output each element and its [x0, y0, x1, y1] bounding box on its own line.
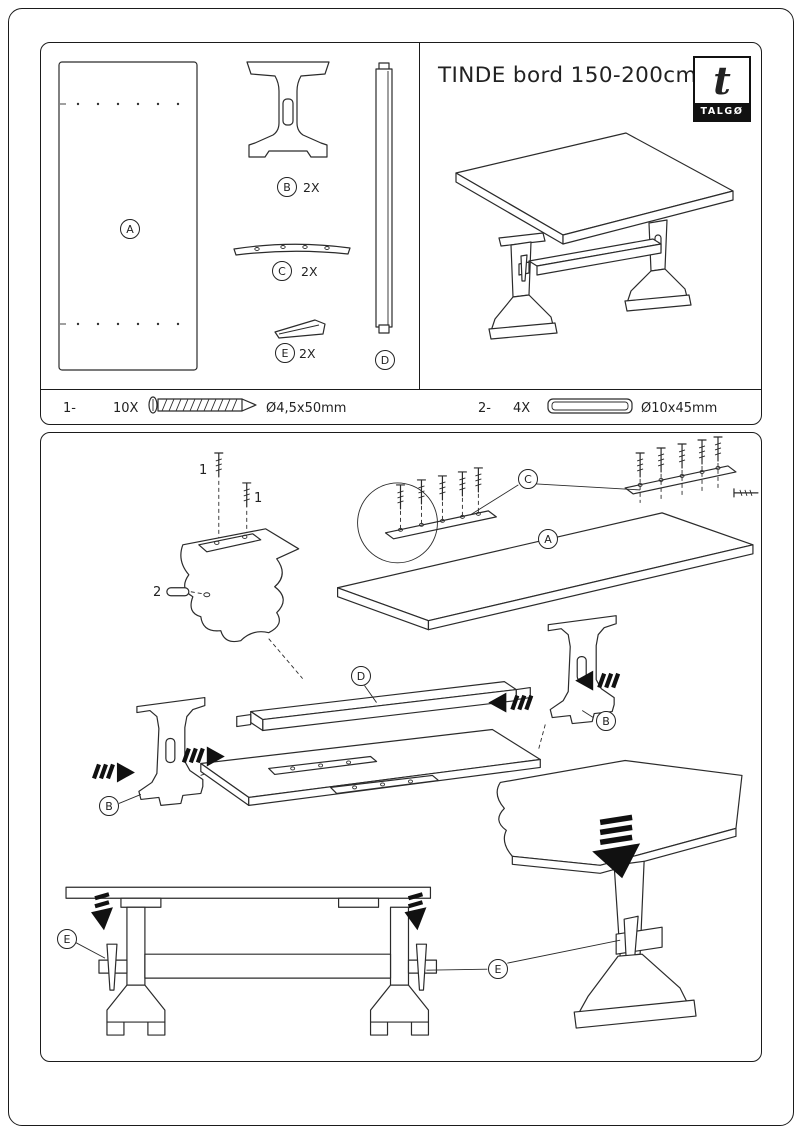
step3-wedge-detail-drawing [426, 759, 743, 1029]
dowel-drawing [166, 587, 211, 598]
part-c-letter: C [278, 264, 286, 278]
part-c-label: C [272, 261, 292, 281]
hardware-screw-qty: 10X [113, 401, 139, 416]
part-a-letter: A [126, 222, 134, 236]
insert-arrow-left-outer [92, 762, 135, 783]
hammer-arrow-right [404, 892, 427, 931]
stretcher-beam-drawing [236, 681, 531, 732]
dowel-icon [547, 398, 633, 414]
callout-e-right-leaders [426, 939, 621, 971]
callout-e-left-leader [74, 941, 106, 959]
hammer-arrow-left [90, 892, 113, 931]
callout-a-letter: A [544, 532, 552, 546]
hardware-dowel-size: Ø10x45mm [641, 401, 718, 416]
callout-b-left-letter: B [105, 799, 113, 813]
hammer-arrow-big [592, 814, 641, 879]
part-d-label: D [375, 350, 395, 370]
callout-e-left-letter: E [63, 932, 71, 946]
part-b-label: B [277, 177, 297, 197]
part-e-label: E [275, 343, 295, 363]
step1-tabletop-battens-drawing [337, 436, 759, 631]
callout-e-left-badge: E [57, 929, 77, 949]
dowel-ref-2: 2 [153, 585, 162, 600]
callout-e-right-badge: E [488, 959, 508, 979]
callout-b-right-badge: B [596, 711, 616, 731]
predrilled-holes-bottom [60, 322, 180, 326]
wedge-left-drawing [106, 943, 118, 991]
callout-b-right-letter: B [602, 714, 610, 728]
assembly-instructions-panel: 1 1 2 C A D B B E E [40, 432, 762, 1062]
step1-corner-detail-drawing [166, 452, 303, 679]
page-border-frame [8, 8, 794, 1126]
screw-ref-1b: 1 [254, 491, 263, 506]
page-title: TINDE bord 150-200cm [438, 63, 697, 88]
callout-c-leaders [470, 483, 641, 516]
assembled-table-drawing [455, 132, 734, 340]
part-d-stretcher-drawing [375, 62, 393, 334]
detail-magnifier-circle [357, 482, 438, 564]
part-c-batten-drawing [233, 243, 351, 256]
screw-ref-1a: 1 [199, 463, 208, 478]
callout-e-right-letter: E [494, 962, 502, 976]
callout-d-letter: D [356, 669, 366, 683]
panel-divider-horizontal [41, 389, 761, 390]
part-e-wedge-drawing [274, 319, 326, 339]
part-e-qty: 2X [299, 346, 316, 361]
callout-d-badge: D [351, 666, 371, 686]
callout-a-badge: A [538, 529, 558, 549]
callout-c-badge: C [518, 469, 538, 489]
hardware-screw-index: 1- [63, 401, 76, 416]
parts-overview-panel: A B 2X C 2X E 2X [40, 42, 762, 425]
brand-name: TALGØ [695, 103, 749, 120]
part-b-leg-drawing [246, 61, 330, 158]
screw-icon [148, 396, 257, 414]
part-d-letter: D [380, 353, 390, 367]
callout-b-left-badge: B [99, 796, 119, 816]
step3-side-view-drawing [65, 886, 438, 1036]
brand-logo: t TALGØ [693, 56, 751, 122]
callout-leaders [118, 685, 594, 804]
callout-c-letter: C [524, 472, 532, 486]
panel-divider-vertical [419, 43, 420, 389]
brand-t-icon: t [713, 57, 731, 103]
insert-arrow-right-outer [575, 670, 621, 691]
part-a-tabletop-drawing [58, 61, 198, 371]
step2-leg-assembly-drawing [92, 615, 621, 807]
hardware-screw-size: Ø4,5x50mm [266, 401, 347, 416]
part-a-label: A [120, 219, 140, 239]
hardware-dowel-index: 2- [478, 401, 491, 416]
part-b-qty: 2X [303, 180, 320, 195]
predrilled-holes-top [60, 102, 180, 106]
part-c-qty: 2X [301, 264, 318, 279]
part-b-letter: B [283, 180, 291, 194]
insert-arrow-right-inner [488, 692, 534, 713]
right-leg-drawing [547, 615, 617, 725]
wedge-right-drawing [415, 943, 428, 991]
part-e-letter: E [281, 346, 289, 360]
insert-arrow-left-inner [181, 746, 225, 767]
hardware-dowel-qty: 4X [513, 401, 531, 416]
assembly-steps-drawing [65, 436, 759, 1036]
